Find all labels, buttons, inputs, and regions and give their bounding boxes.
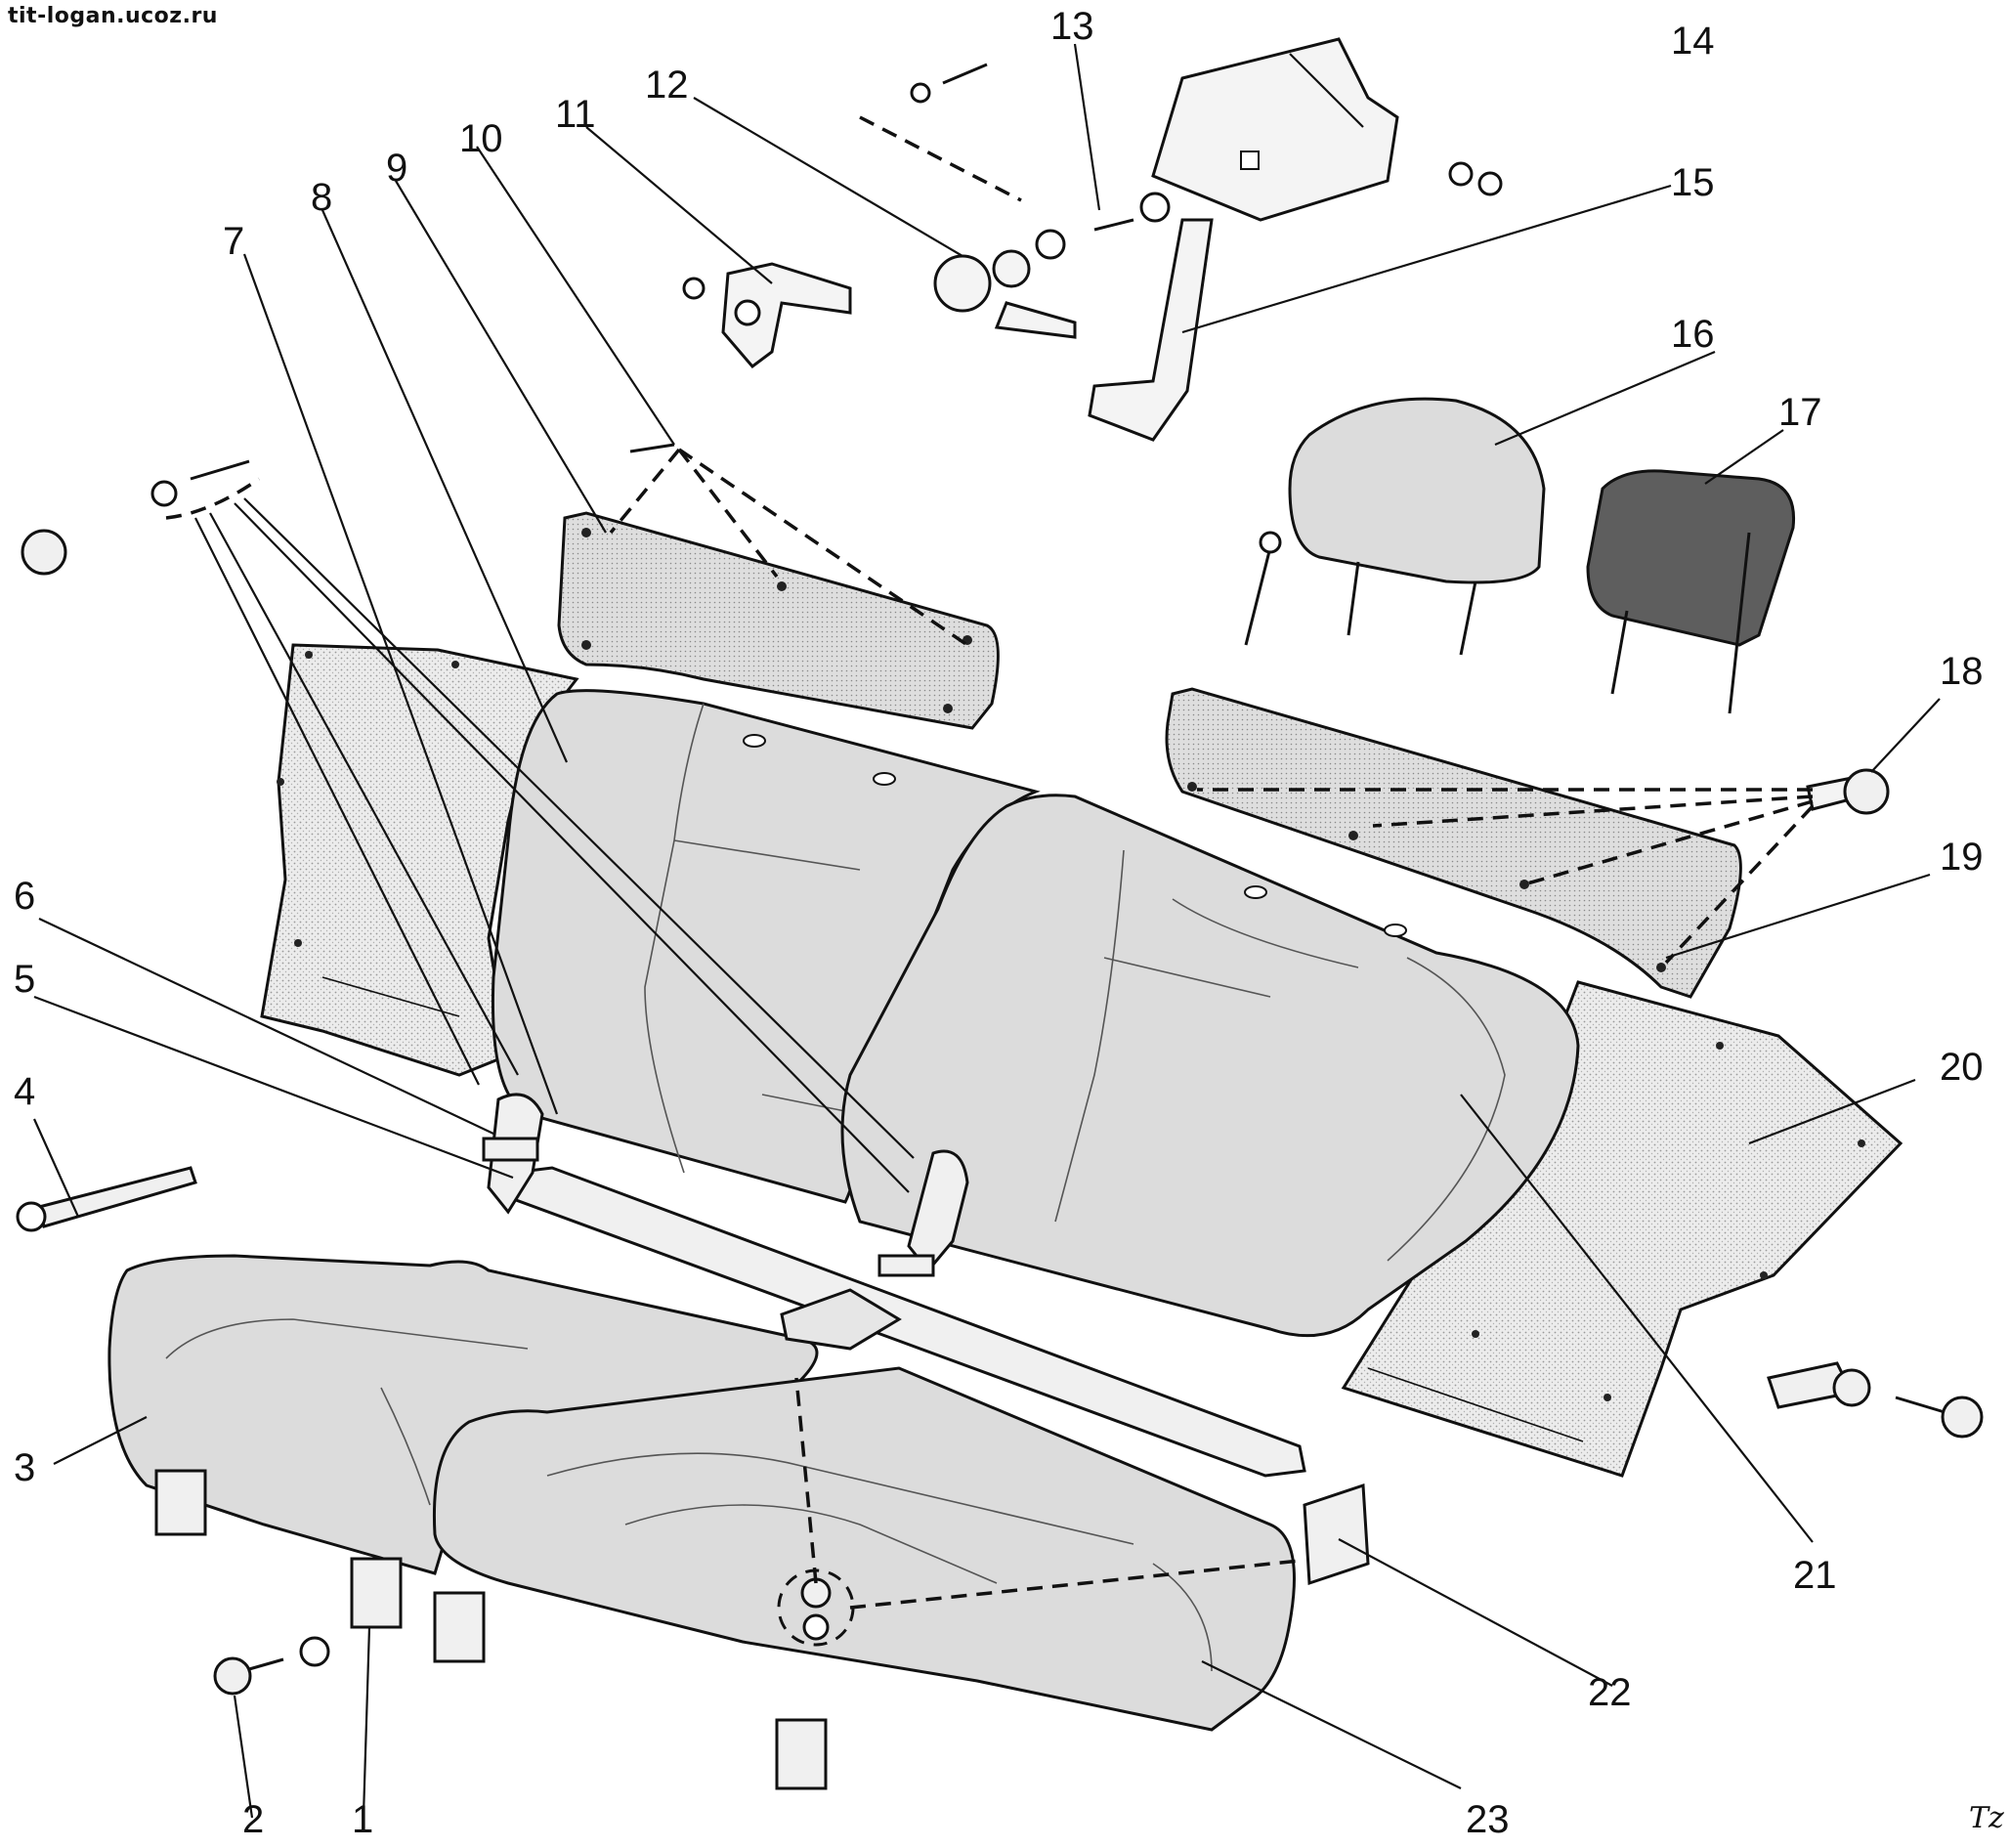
seat-clips <box>154 1469 828 1790</box>
bracket-15 <box>1088 218 1214 442</box>
callout-5: 5 <box>14 958 35 1001</box>
callout-23: 23 <box>1466 1798 1510 1841</box>
latch-12 <box>933 229 1077 339</box>
callout-21: 21 <box>1793 1554 1837 1597</box>
callout-12: 12 <box>645 64 689 107</box>
callout-8: 8 <box>311 176 332 219</box>
hinge-left <box>482 1093 544 1215</box>
right-seat-cushion <box>432 1366 1296 1732</box>
fasteners <box>16 63 1984 1696</box>
callout-3: 3 <box>14 1446 35 1489</box>
leader-lines <box>32 43 1941 1819</box>
callout-6: 6 <box>14 875 35 918</box>
callout-1: 1 <box>352 1798 373 1841</box>
callout-20: 20 <box>1940 1046 1984 1089</box>
callout-numbers: 1 2 3 4 5 6 7 8 9 10 11 12 13 14 15 16 1… <box>14 5 1984 1841</box>
left-back-panel <box>557 511 1000 730</box>
right-seat-back <box>840 794 1580 1338</box>
headrest-dark <box>1586 469 1796 714</box>
callout-2: 2 <box>242 1798 264 1841</box>
callout-13: 13 <box>1050 5 1094 48</box>
bracket-22 <box>1303 1483 1370 1586</box>
callout-18: 18 <box>1940 650 1984 693</box>
hinge-right <box>877 1149 969 1277</box>
callout-7: 7 <box>223 220 244 263</box>
callout-19: 19 <box>1940 836 1984 879</box>
callout-16: 16 <box>1671 313 1715 356</box>
right-back-panel <box>1165 687 1742 999</box>
headrest-light <box>1288 397 1546 656</box>
callout-10: 10 <box>459 117 503 160</box>
signature-mark: Tz <box>1969 1801 2004 1835</box>
callout-9: 9 <box>386 147 407 190</box>
callout-15: 15 <box>1671 161 1715 204</box>
latch-plate-11 <box>682 262 852 369</box>
callout-17: 17 <box>1778 391 1822 434</box>
callout-22: 22 <box>1588 1671 1632 1714</box>
watermark-text: tit-logan.ucoz.ru <box>8 4 218 28</box>
assembly-arrows <box>165 115 1815 1647</box>
bracket-14 <box>1151 37 1399 222</box>
callout-14: 14 <box>1671 20 1715 63</box>
callout-4: 4 <box>14 1070 35 1113</box>
callout-11: 11 <box>555 93 596 136</box>
